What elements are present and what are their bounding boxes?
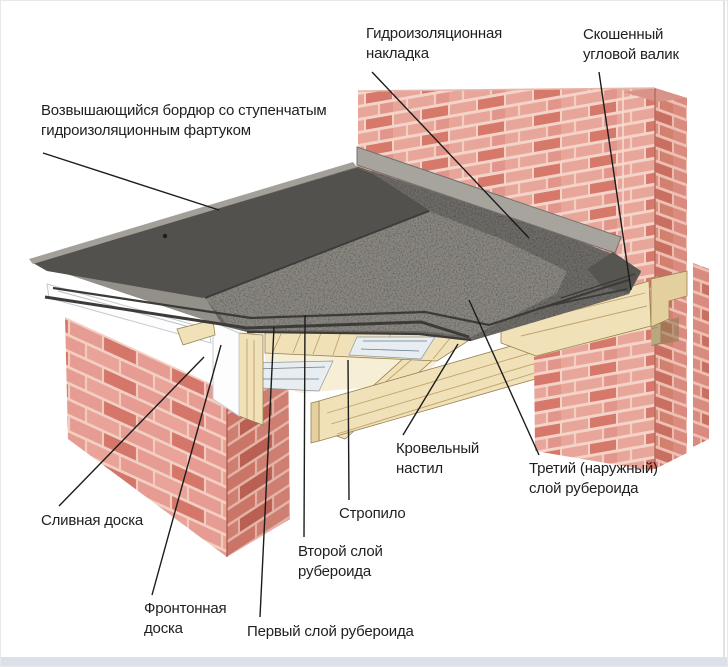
curb-top-band [29, 162, 357, 264]
wall-plate-notched-end [650, 270, 688, 328]
label-second-felt-layer: Второй слой рубероида [298, 543, 383, 581]
label-gable-board: Фронтонная доска [144, 600, 227, 638]
curb-slope-band [33, 168, 429, 298]
label-beveled-corner-fillet: Скошенный угловой валик [583, 26, 679, 64]
label-third-felt-layer: Третий (наружный) слой рубероида [529, 460, 658, 498]
label-roof-decking: Кровельный настил [396, 440, 480, 478]
rafter-beam-end-face [310, 400, 320, 444]
brick-pillar-outer-strip [693, 263, 709, 447]
drip-edge-board [176, 319, 216, 346]
right-edge-line [723, 1, 725, 657]
label-waterproofing-pad: Гидроизоляционная накладка [366, 25, 503, 63]
label-raised-curb: Возвышающийся бордюр со ступенчатым гидр… [41, 102, 327, 140]
footer-strip [1, 657, 727, 666]
label-drain-board: Сливная доска [41, 512, 144, 529]
label-rafter: Стропило [339, 505, 406, 522]
curb-nail-dot [162, 233, 168, 239]
brick-wall-lower-right [534, 328, 653, 471]
label-first-felt-layer: Первый слой рубероида [247, 623, 414, 640]
